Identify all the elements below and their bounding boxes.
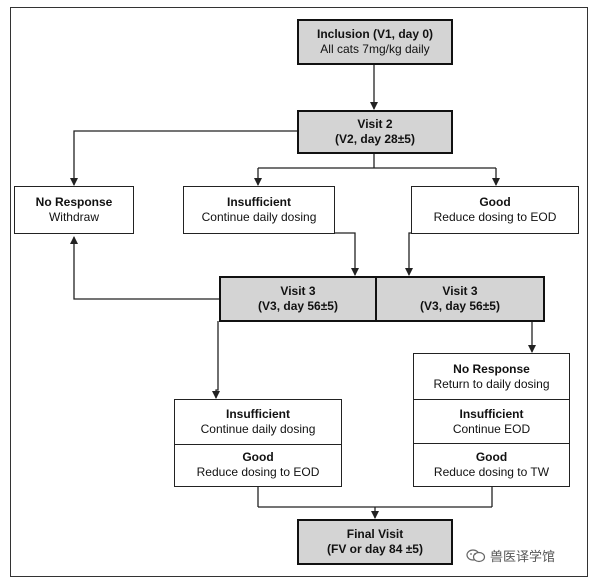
left-insufficient-title: Insufficient <box>225 407 290 421</box>
right-insufficient-cell: Insufficient Continue EOD <box>414 399 569 443</box>
arrow-insufficient-v2-to-visit3-left <box>326 232 359 276</box>
insufficient-v2-box: Insufficient Continue daily dosing <box>183 186 335 234</box>
wechat-icon <box>466 548 486 562</box>
arrow-visit2-to-no-response <box>70 130 298 186</box>
inclusion-box: Inclusion (V1, day 0) All cats 7mg/kg da… <box>297 19 453 65</box>
no-response-subtitle: Withdraw <box>48 210 99 224</box>
good-v2-subtitle: Reduce dosing to EOD <box>433 210 557 224</box>
inclusion-title: Inclusion (V1, day 0) <box>316 27 434 41</box>
visit3-right-title: Visit 3 <box>442 284 478 298</box>
visit3-left-subtitle: (V3, day 56±5) <box>258 299 338 313</box>
right-good-cell: Good Reduce dosing to TW <box>414 443 569 485</box>
right-no-response-cell: No Response Return to daily dosing <box>414 354 569 399</box>
right-insufficient-subtitle: Continue EOD <box>452 421 531 436</box>
good-v2-title: Good <box>479 195 511 209</box>
left-outcomes-box: Insufficient Continue daily dosing Good … <box>174 399 342 487</box>
final-visit-title: Final Visit <box>346 527 404 541</box>
visit3-right-subtitle: (V3, day 56±5) <box>420 299 500 313</box>
insufficient-v2-title: Insufficient <box>226 195 291 209</box>
left-good-title: Good <box>242 450 274 464</box>
right-no-response-title: No Response <box>453 361 530 376</box>
visit2-title: Visit 2 <box>357 117 393 131</box>
left-good-cell: Good Reduce dosing to EOD <box>175 444 341 485</box>
left-good-subtitle: Reduce dosing to EOD <box>196 465 320 479</box>
diagram-frame <box>10 7 588 577</box>
watermark: 兽医译学馆 <box>466 546 555 565</box>
left-insufficient-subtitle: Continue daily dosing <box>200 422 316 436</box>
visit2-box: Visit 2 (V2, day 28±5) <box>297 110 453 154</box>
right-insufficient-title: Insufficient <box>459 406 524 421</box>
final-visit-box: Final Visit (FV or day 84 ±5) <box>297 519 453 565</box>
visit2-subtitle: (V2, day 28±5) <box>335 132 415 146</box>
insufficient-v2-subtitle: Continue daily dosing <box>201 210 317 224</box>
no-response-title: No Response <box>35 195 113 209</box>
final-visit-subtitle: (FV or day 84 ±5) <box>327 542 423 556</box>
right-good-title: Good <box>475 449 508 464</box>
arrow-visit3-left-to-outcomes <box>212 321 220 399</box>
visit3-left-box: Visit 3 (V3, day 56±5) <box>219 276 377 322</box>
inclusion-subtitle: All cats 7mg/kg daily <box>320 42 430 56</box>
arrow-good-v2-to-visit3-right <box>405 232 433 276</box>
visit3-right-box: Visit 3 (V3, day 56±5) <box>375 276 545 322</box>
left-insufficient-cell: Insufficient Continue daily dosing <box>175 400 341 444</box>
right-outcomes-box: No Response Return to daily dosing Insuf… <box>413 353 570 487</box>
watermark-text: 兽医译学馆 <box>490 549 556 564</box>
right-good-subtitle: Reduce dosing to TW <box>433 464 550 479</box>
no-response-box: No Response Withdraw <box>14 186 134 234</box>
good-v2-box: Good Reduce dosing to EOD <box>411 186 579 234</box>
right-no-response-subtitle: Return to daily dosing <box>433 376 550 391</box>
arrow-visit3-to-no-response <box>70 236 220 300</box>
visit3-left-title: Visit 3 <box>280 284 316 298</box>
